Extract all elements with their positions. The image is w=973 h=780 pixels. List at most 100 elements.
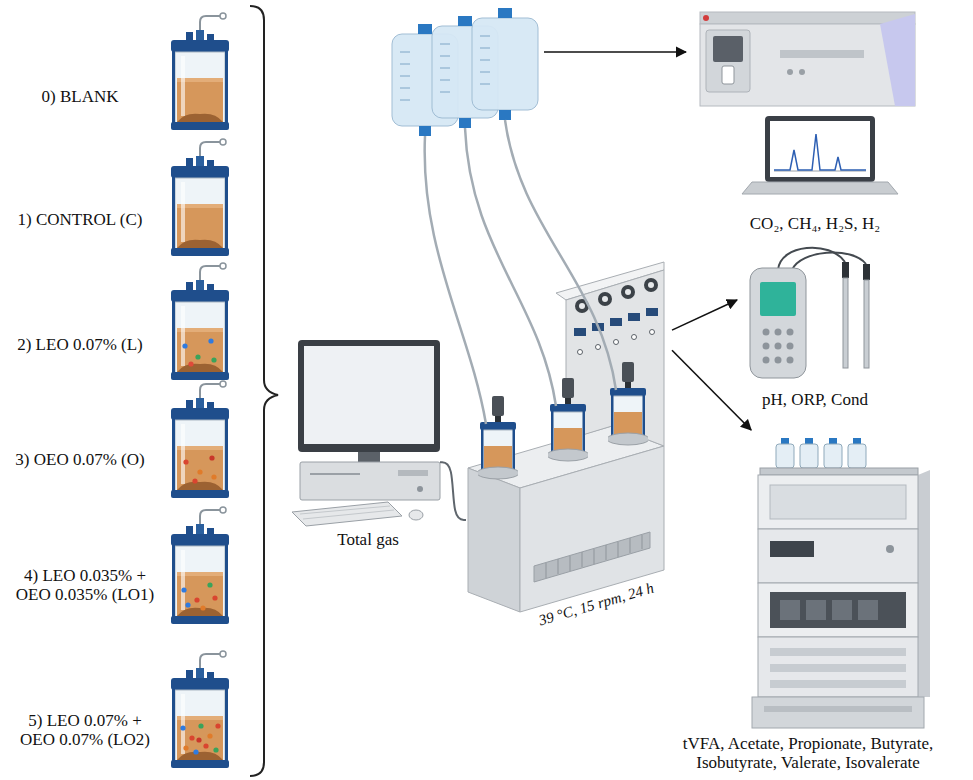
laptop bbox=[742, 116, 898, 194]
gas-bags-part bbox=[459, 118, 471, 128]
treatment-vessel: 2) LEO 0.07% (L) bbox=[2, 262, 242, 382]
oil-droplets-part bbox=[182, 343, 187, 348]
ph-meter-part bbox=[787, 357, 794, 364]
ph-meter bbox=[750, 248, 870, 378]
gas-bags-part bbox=[472, 18, 538, 110]
treatment-label: 5) LEO 0.07% + OEO 0.07% (LO2) bbox=[10, 711, 160, 750]
gas-chromatograph bbox=[700, 12, 915, 106]
hplc-system-part bbox=[770, 541, 814, 557]
gas-bags-part bbox=[498, 8, 512, 18]
condition-label: 39 °C, 15 rpm, 24 h bbox=[536, 579, 655, 629]
gas-bags-part bbox=[440, 44, 450, 92]
incubator-part bbox=[578, 350, 583, 355]
gas-chromatograph-part bbox=[787, 69, 793, 75]
gas-bags-part bbox=[400, 52, 410, 100]
incubator-part bbox=[534, 532, 650, 582]
treatment-label: 1) CONTROL (C) bbox=[5, 210, 155, 230]
hplc-system-part bbox=[770, 664, 906, 672]
oil-droplets-part bbox=[208, 338, 213, 343]
oil-droplets-part bbox=[183, 745, 188, 750]
ph-meter-part bbox=[864, 280, 869, 368]
computer bbox=[292, 340, 440, 526]
ph-meter-part bbox=[787, 343, 794, 350]
treatment-vessels-part bbox=[171, 381, 229, 498]
gas-chromatograph-part bbox=[713, 36, 743, 62]
hplc-system-part bbox=[780, 600, 800, 620]
incubator-part bbox=[574, 328, 586, 336]
ph-meter: pH, ORP, Cond bbox=[737, 262, 893, 414]
incubator-part bbox=[621, 285, 635, 299]
computer-part bbox=[417, 486, 423, 492]
hplc-system-part bbox=[832, 600, 852, 620]
incubator-part bbox=[646, 308, 658, 316]
hplc-system-part bbox=[758, 583, 918, 637]
hplc-system-part bbox=[770, 592, 906, 628]
laptop-part bbox=[742, 182, 898, 194]
oil-droplets-part bbox=[211, 357, 216, 362]
gas-tubes-part bbox=[425, 136, 486, 424]
oil-droplets-part bbox=[180, 725, 185, 730]
computer-part bbox=[300, 506, 390, 514]
ph-meter-part bbox=[763, 343, 770, 350]
ph-meter-part bbox=[760, 282, 796, 316]
treatment-vessels-part bbox=[171, 139, 229, 256]
hplc-system-part bbox=[776, 444, 794, 468]
incubator-part bbox=[579, 303, 585, 309]
gas-chromatograph-part bbox=[780, 50, 864, 58]
incubator-part bbox=[596, 345, 601, 350]
hplc-system-part bbox=[758, 529, 918, 583]
treatment-vessels-part bbox=[171, 13, 229, 130]
incubator-part bbox=[628, 313, 640, 321]
hplc-system-part bbox=[770, 680, 906, 688]
oil-droplets-part bbox=[207, 733, 212, 738]
gas-tubes-part bbox=[465, 128, 556, 406]
gas-chromatograph-part bbox=[706, 30, 750, 92]
gas-chromatograph-part bbox=[799, 69, 805, 75]
treatment-vessel: 1) CONTROL (C) bbox=[2, 136, 242, 262]
hplc-system-part bbox=[752, 697, 924, 728]
hplc-system bbox=[752, 438, 930, 728]
computer-part bbox=[398, 470, 428, 476]
treatment-label: 2) LEO 0.07% (L) bbox=[5, 335, 155, 355]
gas-bags-part bbox=[458, 16, 472, 26]
computer-part bbox=[303, 510, 394, 519]
hplc-system-part bbox=[886, 545, 894, 553]
ph-meter-part bbox=[763, 357, 770, 364]
oil-droplets-part bbox=[192, 478, 197, 483]
gas-chromatograph-part bbox=[880, 14, 915, 106]
incubator-part bbox=[546, 535, 642, 578]
caption-label: Total gas bbox=[313, 530, 423, 550]
gas-chromatograph-part bbox=[703, 15, 709, 21]
gas-tubes bbox=[425, 120, 616, 424]
treatment-vessel: 5) LEO 0.07% + OEO 0.07% (LO2) bbox=[6, 648, 242, 774]
treatment-vessel: 3) OEO 0.07% (O) bbox=[2, 382, 242, 504]
gas-bags-part bbox=[419, 126, 431, 136]
treatment-vessels-part bbox=[171, 651, 229, 768]
hplc-system-part bbox=[760, 468, 918, 475]
oil-droplets-part bbox=[211, 474, 216, 479]
computer-part bbox=[300, 462, 440, 500]
incubator-part bbox=[598, 292, 612, 306]
computer-part bbox=[358, 452, 380, 462]
oil-droplets-part bbox=[197, 469, 202, 474]
hplc-system: tVFA, Acetate, Propionate, Butyrate, Iso… bbox=[665, 430, 952, 776]
hplc-system-part bbox=[764, 706, 912, 712]
gas-bags bbox=[392, 8, 538, 136]
incubator-part bbox=[610, 318, 622, 326]
treatment-vessels bbox=[171, 13, 229, 768]
oil-droplets-part bbox=[203, 743, 208, 748]
oil-droplets bbox=[180, 338, 220, 754]
computer: Total gas bbox=[288, 336, 440, 553]
oil-droplets-part bbox=[215, 723, 220, 728]
treatment-vessel: 0) BLANK bbox=[2, 10, 242, 136]
incubator-unit: 39 °C, 15 rpm, 24 h bbox=[466, 230, 672, 632]
computer-part bbox=[304, 346, 434, 444]
incubator-part bbox=[602, 296, 608, 302]
hplc-system-part bbox=[758, 475, 918, 529]
ph-meter-part bbox=[787, 329, 794, 336]
gas-transfer-arrow bbox=[544, 51, 686, 53]
laptop-part bbox=[770, 121, 870, 177]
ph-meter-part bbox=[863, 264, 870, 280]
ph-meter-part bbox=[792, 253, 866, 270]
